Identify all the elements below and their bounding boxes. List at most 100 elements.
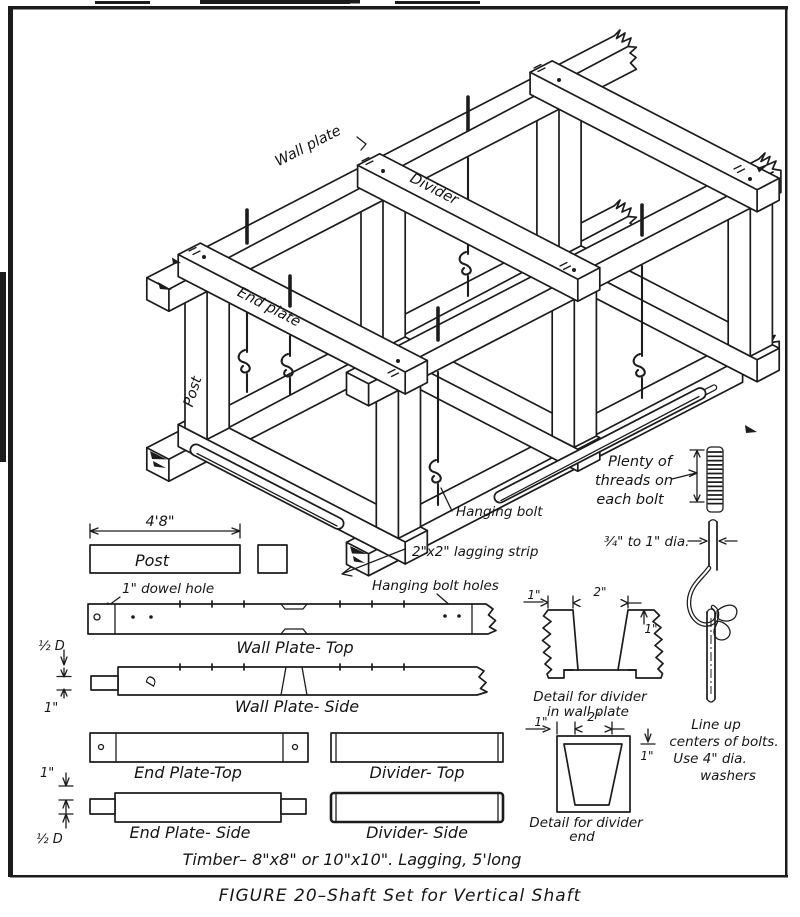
hanging-bolt-leader: [440, 487, 453, 512]
bottom-left-end-plate-edges: [177, 423, 429, 565]
dim-1in: 1": [527, 588, 540, 602]
lap-joint-ticks: [188, 63, 746, 378]
lagging-strip-left-end: [189, 443, 345, 530]
figure-border: [0, 0, 788, 878]
lagging-strip-label: 2"x2" lagging strip: [412, 544, 538, 560]
one-inch-dim: 1": [44, 701, 58, 716]
top-frame: [145, 29, 782, 407]
dim-1in: 1": [534, 715, 547, 729]
post-mid-far: [360, 188, 407, 350]
dowel-hole-note: 1" dowel hole: [122, 581, 214, 597]
washer-note-1: Line up: [691, 717, 741, 733]
hanging-bolt-near-2: [632, 264, 646, 400]
threads-note-1: Plenty of: [608, 454, 674, 470]
post-plan: 4'8" Post: [89, 514, 288, 574]
washer-note: Line up centers of bolts. Use 4" dia. wa…: [669, 717, 778, 784]
end-plate-tenon: [280, 798, 307, 815]
right-end-plate-edges: [529, 71, 781, 213]
divider-beam-edges: [356, 164, 601, 303]
dowel-dots-top: [202, 78, 752, 363]
threads-note-3: each bolt: [596, 492, 665, 508]
border-bottom: [10, 875, 788, 878]
lagging-strip-leader: [341, 548, 406, 577]
divider-end-caption-2: end: [569, 829, 595, 845]
border-left: [8, 6, 13, 877]
plan-drawings: 4'8" Post 1" dowel hole Wall Plate- Top: [36, 514, 505, 847]
post-section-square: [257, 544, 288, 574]
divider-side-label: Divider- Side: [366, 823, 468, 842]
end-plate-top-plan: End Plate-Top: [89, 732, 309, 782]
hook-wing: [713, 620, 731, 641]
corner-hatch-marks: [158, 163, 770, 290]
washer-note-3: Use 4" dia.: [673, 751, 747, 767]
thread-hatching: [707, 451, 723, 505]
timber-note: Timber– 8"x8" or 10"x10". Lagging, 5'lon…: [183, 850, 522, 869]
hanging-bolt-near-1: [428, 370, 442, 507]
bolt-holes-label: Hanging bolt holes: [372, 578, 499, 594]
scan-blob-left: [0, 272, 6, 462]
depth-d-label: D: [143, 674, 161, 689]
border-right: [785, 6, 788, 877]
half-d-dim: ½ D: [38, 639, 65, 654]
wall-plate-tenon: [90, 675, 119, 691]
posts: [184, 96, 774, 540]
left-end-plate-edges: [177, 253, 429, 395]
figure-caption: FIGURE 20–Shaft Set for Vertical Shaft: [219, 886, 582, 906]
border-top: [8, 6, 788, 10]
divider-wall-caption-2: in wall plate: [547, 704, 629, 720]
end-plate-side-label: End Plate- Side: [130, 823, 251, 842]
divider-side-plan: Divider- Side: [329, 791, 505, 842]
diameter-note: ¾" to 1" dia.: [604, 534, 689, 550]
isometric-drawing: Wall plate Divider End plate Post Hangin…: [145, 29, 782, 608]
half-d-dim: ½ D: [36, 832, 63, 847]
one-inch-dim: 1": [40, 766, 54, 781]
divider-end-caption-1: Detail for divider: [529, 815, 644, 831]
post-plan-label: Post: [135, 551, 170, 570]
wall-plate-label: Wall plate: [273, 123, 344, 170]
hook-bolt: [686, 519, 738, 703]
post-right-far: [536, 96, 582, 259]
divider-end-dims: [525, 721, 656, 745]
divider-wall-dims: [523, 595, 648, 625]
end-plate-tenon: [89, 798, 116, 815]
divider-top-plan: Divider- Top: [330, 732, 504, 782]
washer-note-2: centers of bolts.: [669, 734, 778, 750]
end-plate-side-plan: End Plate- Side 1" ½ D: [36, 766, 307, 847]
washer-note-4: washers: [700, 768, 756, 784]
hanging-bolt-label: Hanging bolt: [456, 504, 543, 520]
diameter-arrows: [687, 537, 738, 545]
dowel-hole: [97, 743, 105, 751]
end-plate-top-label: End Plate-Top: [134, 763, 242, 782]
hook-wing: [716, 604, 738, 622]
divider-top-label: Divider- Top: [370, 763, 465, 782]
dim-2in: 2": [587, 710, 600, 724]
bolt-hole-ticks: [179, 600, 405, 608]
threads-note-2: threads on: [595, 473, 673, 489]
post-right-near: [727, 195, 774, 358]
bolt-detail: Plenty of threads on each bolt ¾" to 1" …: [595, 446, 779, 784]
dowel-hole: [291, 743, 299, 751]
post-length-dim: 4'8": [145, 514, 174, 530]
post-left-near: [375, 378, 422, 540]
wall-plate-top-plan: Wall Plate- Top: [87, 600, 497, 657]
dowel-hole: [93, 613, 101, 621]
post-mid-near: [551, 287, 598, 449]
divider-end-detail: 1" 2" 1" Detail for divider end: [525, 710, 656, 845]
thread-length-dim: [671, 449, 705, 503]
hanging-bolt-end: [280, 334, 294, 396]
dim-2in: 2": [593, 585, 606, 599]
post-left-far: [184, 279, 231, 441]
hanging-bolt-stubs: [245, 95, 644, 342]
dim-1in: 1": [640, 749, 653, 763]
lagging-strip-near-side: [493, 387, 707, 504]
wall-plate-side-plan: D Wall Plate- Side ½ D 1": [38, 639, 488, 716]
divider-wall-caption-1: Detail for divider: [533, 689, 648, 705]
wall-plate-leader: [356, 136, 367, 151]
scan-noise-top: [95, 0, 480, 4]
divider-wall-detail: 1" 2" 1" Detail for divider in wall plat…: [523, 585, 664, 720]
hitch-hatch-marks: [150, 425, 757, 563]
post-plan-bar: [89, 544, 241, 574]
wall-plate-top-label: Wall Plate- Top: [236, 638, 353, 657]
